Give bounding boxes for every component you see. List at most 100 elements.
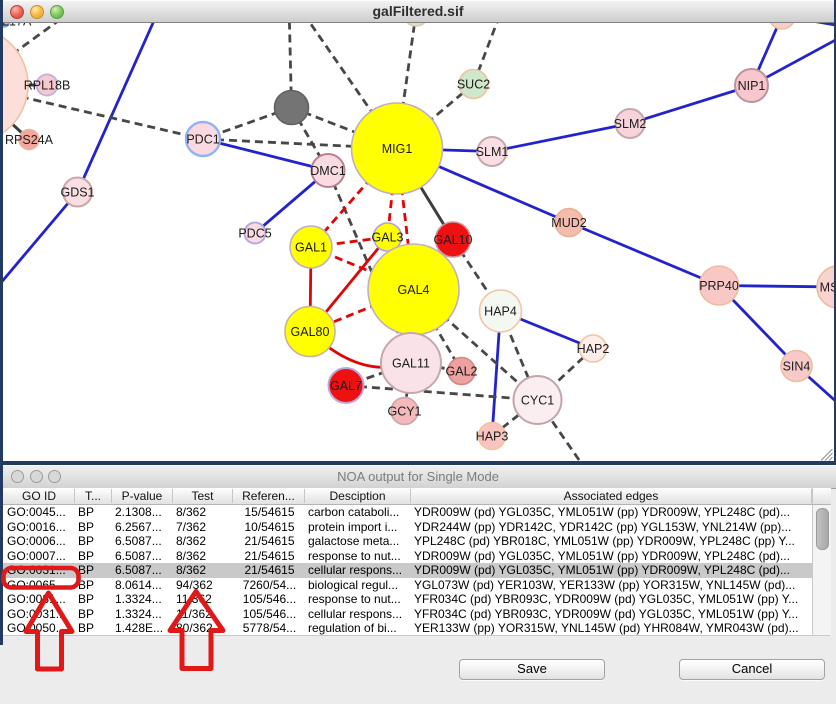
node-label-GAL10: GAL10 [434,233,473,247]
node-label-GAL4: GAL4 [398,283,430,297]
dialog-zoom-button[interactable] [48,470,61,483]
node-GAL1[interactable] [289,225,333,269]
save-button[interactable]: Save [459,659,605,680]
cell: 6.5087... [115,563,162,577]
column-header-pvalue[interactable]: P-value [112,489,173,503]
dialog-close-button[interactable] [11,470,24,483]
column-header-goid[interactable]: GO ID [4,489,75,503]
cell: YER133W (pp) YOR315W, YNL145W (pd) YHR08… [414,621,799,635]
cell: galactose meta... [308,534,400,548]
minimize-button[interactable] [30,5,44,19]
resize-grip[interactable] [821,449,834,461]
dialog-minimize-button[interactable] [29,470,43,483]
node-graynode[interactable] [273,89,310,126]
node-GAL7[interactable] [327,367,365,404]
zoom-button[interactable] [49,5,64,19]
node-SIN4[interactable] [780,349,813,383]
node-SLM2[interactable] [614,108,646,139]
column-header-associatededges[interactable]: Associated edges [411,489,812,503]
cell: GO:0006... [7,534,66,548]
cell: carbon cataboli... [308,505,400,519]
cell: 10/54615 [244,519,295,534]
cell: YGL073W (pd) YER103W, YER133W (pp) YOR31… [414,577,796,592]
node-label-GAL2: GAL2 [446,365,478,379]
network-canvas[interactable]: RPL17ARPL18BRPS24AGDS1PDC1DMC1MIG1SUC2SL… [2,22,834,461]
cell: response to nut... [308,592,401,606]
node-SUC2[interactable] [458,68,489,100]
node-MIG1[interactable] [350,102,444,195]
edge-bigpink-rps24a [2,112,31,141]
cell: BP [78,548,95,563]
close-button[interactable] [10,5,24,19]
node-HAP2[interactable] [578,334,608,363]
node-HAP4[interactable] [478,289,523,333]
node-label-MIG1: MIG1 [382,142,413,156]
edge-slm1-slm2 [491,122,631,153]
cancel-button[interactable]: Cancel [679,659,825,680]
node-PRP40[interactable] [698,265,740,306]
node-PDC1[interactable] [184,120,222,158]
column-header-t[interactable]: T... [75,489,112,503]
cell: 8/362 [176,505,207,519]
node-label-DMC1: DMC1 [310,164,345,178]
node-GAL3[interactable] [372,222,403,252]
scrollbar-thumb[interactable] [815,508,829,550]
node-HAP3[interactable] [477,421,507,451]
node-NIP1[interactable] [734,68,769,103]
node-RPS24A[interactable] [18,128,40,151]
vertical-scrollbar[interactable] [812,505,831,636]
edge-mig1-greentop [395,22,417,149]
network-window-titlebar [0,0,836,23]
cell: 21/54615 [244,548,295,563]
node-GDS1[interactable] [62,176,93,208]
edge-gds1-vLeft1 [2,191,79,284]
node-DMC1[interactable] [310,153,346,188]
dialog-titlebar: NOA output for Single Mode [0,465,836,489]
node-RPL17A[interactable] [2,22,11,28]
cell: 11/362 [176,592,212,606]
node-PDC5[interactable] [243,221,267,245]
cell: 8/362 [176,548,207,563]
column-header-desciption[interactable]: Desciption [305,489,411,503]
cell: 8.0614... [115,577,162,592]
node-label-SUC2: SUC2 [457,78,490,92]
cell: GO:0007... [7,548,66,563]
node-GAL2[interactable] [447,356,476,386]
node-GAL10[interactable] [434,221,472,258]
node-bigpink[interactable] [2,27,29,143]
node-SLM1[interactable] [476,136,508,167]
node-label-GAL3: GAL3 [372,231,404,245]
node-CYC1[interactable] [512,375,563,425]
frame-border-left [0,0,3,645]
node-label-GAL80: GAL80 [291,325,330,339]
node-MUD2[interactable] [554,207,584,238]
cell: BP [78,519,95,534]
frame-border-right [833,0,836,465]
node-MSL1[interactable] [816,265,834,309]
node-RPL18B[interactable] [35,73,59,97]
cell: YFR034C (pd) YBR093C, YDR009W (pd) YGL03… [414,606,799,621]
node-label-HAP4: HAP4 [484,305,517,319]
cell: 5778/54... [242,621,297,635]
column-header-referen[interactable]: Referen... [233,489,305,503]
cell: YDR009W (pd) YGL035C, YML051W (pp) YDR00… [414,548,790,563]
column-header-test[interactable]: Test [173,489,233,503]
node-label-GAL7: GAL7 [330,379,362,393]
network-window: RPL17ARPL18BRPS24AGDS1PDC1DMC1MIG1SUC2SL… [0,0,836,461]
node-pinktop[interactable] [769,22,795,30]
node-GAL80[interactable] [284,305,336,358]
cell: GO:0031... [7,606,66,621]
node-GAL11[interactable] [380,332,442,394]
node-label-PDC1: PDC1 [186,133,219,147]
node-GCY1[interactable] [390,396,419,426]
